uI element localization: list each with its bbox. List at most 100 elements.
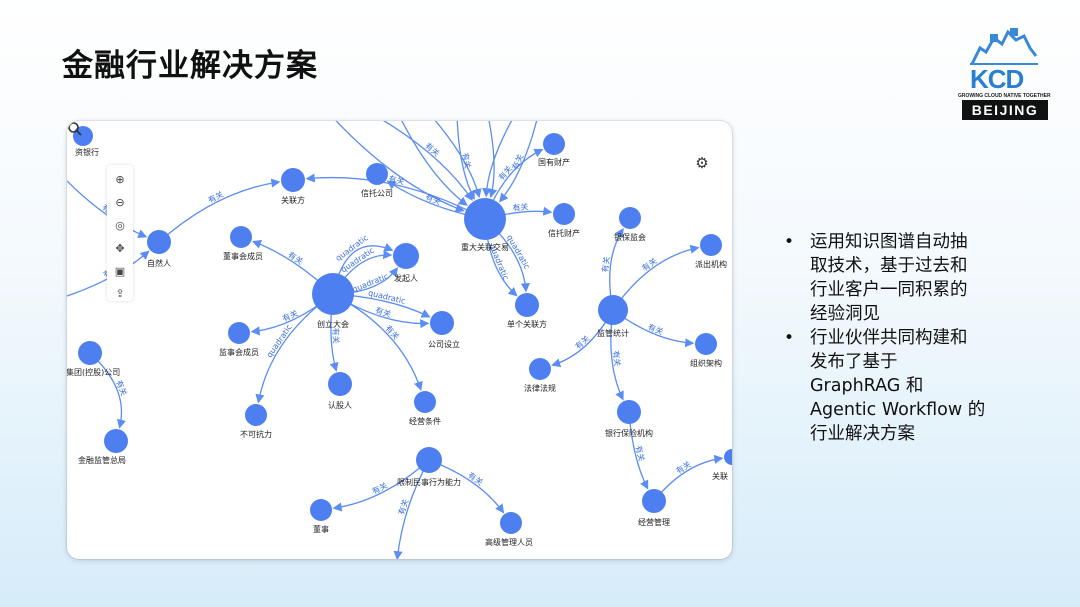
- graph-node-label: 信托财产: [548, 228, 580, 238]
- graph-node[interactable]: [414, 391, 436, 413]
- edge-label: quadratic: [367, 288, 406, 306]
- graph-node-label: 信托公司: [361, 188, 393, 198]
- fit-view-icon[interactable]: ▣: [114, 264, 126, 278]
- graph-node-label: 发起人: [394, 273, 418, 283]
- graph-node[interactable]: [78, 341, 102, 365]
- graph-node[interactable]: [230, 226, 252, 248]
- zoom-in-icon[interactable]: ⊕: [115, 172, 125, 186]
- graph-edge: [158, 178, 281, 243]
- bullet-line: 取技术，基于过去和: [810, 256, 968, 276]
- bullet-line: 行业客户一同积累的: [810, 280, 968, 300]
- edge-label: 有关: [383, 323, 401, 342]
- graph-node[interactable]: [147, 230, 171, 254]
- graph-node-label: 金融监管总局: [78, 455, 126, 465]
- view-icon[interactable]: ◎: [115, 218, 125, 232]
- graph-node[interactable]: [619, 207, 641, 229]
- edge-label: 有关: [331, 328, 342, 344]
- graph-node-label: 监管统计: [597, 328, 629, 338]
- export-icon[interactable]: ⇪: [115, 286, 125, 300]
- graph-edge: [335, 121, 465, 213]
- graph-node-label: 重大关联交易: [461, 242, 509, 252]
- graph-node-label: 集团(控股)公司: [67, 367, 120, 377]
- graph-node-label: 董事会成员: [223, 251, 263, 261]
- kcd-logo: KCD GROWING CLOUD NATIVE TOGETHER BEIJIN…: [950, 26, 1054, 122]
- edge-label: 有关: [396, 498, 410, 516]
- graph-edge: [89, 352, 126, 429]
- edge-label: quadratic: [505, 233, 532, 271]
- edge-label: 有关: [510, 153, 526, 172]
- graph-node[interactable]: [245, 404, 267, 426]
- graph-node-label: 法律法规: [524, 383, 556, 393]
- graph-node[interactable]: [617, 400, 641, 424]
- bullet-line: GraphRAG 和: [810, 376, 924, 396]
- graph-node[interactable]: [328, 372, 352, 396]
- logo-tagline: GROWING CLOUD NATIVE TOGETHER: [958, 93, 1051, 99]
- graph-node[interactable]: [228, 322, 250, 344]
- edge-label: 有关: [114, 379, 129, 398]
- graph-node-label: 监事会成员: [219, 347, 259, 357]
- graph-edge: [456, 121, 475, 200]
- move-icon[interactable]: ✥: [115, 241, 125, 255]
- graph-node[interactable]: [642, 489, 666, 513]
- graph-node[interactable]: [515, 293, 539, 317]
- edge-label: 有关: [423, 140, 442, 158]
- graph-node-label: 银行保险机构: [605, 428, 653, 438]
- graph-edge: [382, 121, 473, 202]
- graph-edge: [482, 121, 513, 198]
- graph-node[interactable]: [543, 133, 565, 155]
- graph-edge: [488, 121, 498, 198]
- graph-node[interactable]: [281, 168, 305, 192]
- page-title: 金融行业解决方案: [62, 48, 318, 84]
- graph-node-label: 国有财产: [538, 157, 570, 167]
- graph-node[interactable]: [312, 273, 354, 315]
- graph-edge: [67, 180, 148, 238]
- zoom-out-icon[interactable]: ⊖: [115, 195, 125, 209]
- bullet-item-2: • 行业伙伴共同构建和 发布了基于 GraphRAG 和 Agentic Wor…: [784, 326, 1024, 446]
- edge-label: 有关: [573, 333, 592, 351]
- great-wall-icon: [970, 28, 1038, 65]
- gear-icon[interactable]: ⚙: [695, 154, 709, 172]
- bullet-item-1: • 运用知识图谱自动抽 取技术，基于过去和 行业客户一同积累的 经验洞见: [784, 230, 1024, 326]
- graph-node[interactable]: [553, 203, 575, 225]
- logo-text: KCD: [970, 64, 1024, 94]
- graph-node[interactable]: [430, 311, 454, 335]
- graph-node-label: 董事: [313, 524, 329, 534]
- graph-edge: [612, 244, 700, 311]
- edge-label: 有关: [611, 350, 623, 367]
- graph-toolbar: ⊕ ⊖ ◎ ✥ ▣ ⇪: [107, 165, 133, 301]
- edge-label: 有关: [640, 256, 659, 274]
- graph-node-label: 银保监会: [614, 232, 646, 242]
- graph-node-label: 认股人: [328, 400, 352, 410]
- graph-node[interactable]: [700, 234, 722, 256]
- search-icon[interactable]: [67, 121, 83, 137]
- graph-node-label: 经营条件: [409, 416, 441, 426]
- bullet-list: • 运用知识图谱自动抽 取技术，基于过去和 行业客户一同积累的 经验洞见 • 行…: [784, 230, 1024, 446]
- graph-edge: [498, 121, 538, 203]
- edge-label: 有关: [388, 173, 406, 186]
- graph-node[interactable]: [598, 295, 628, 325]
- graph-node-label: 单个关联方: [507, 319, 547, 329]
- logo-city: BEIJING: [962, 100, 1048, 120]
- edge-label: 有关: [466, 470, 485, 487]
- bullet-line: 行业解决方案: [810, 424, 915, 444]
- graph-node[interactable]: [500, 512, 522, 534]
- graph-node[interactable]: [695, 333, 717, 355]
- graph-node[interactable]: [416, 447, 442, 473]
- graph-node[interactable]: [464, 198, 506, 240]
- bullet-line: 发布了基于: [810, 352, 898, 372]
- graph-node[interactable]: [366, 163, 388, 185]
- graph-node-label: 组织架构: [690, 358, 722, 368]
- edge-label: 有关: [646, 321, 665, 336]
- edge-label: 有关: [634, 444, 648, 462]
- edge-label: 有关: [512, 201, 529, 213]
- graph-node[interactable]: [724, 449, 732, 465]
- graph-node-label: 高级管理人员: [485, 537, 533, 547]
- graph-node[interactable]: [393, 243, 419, 269]
- graph-node[interactable]: [310, 499, 332, 521]
- graph-node-label: 限制民事行为能力: [397, 477, 461, 487]
- graph-node[interactable]: [104, 429, 128, 453]
- graph-node[interactable]: [529, 358, 551, 380]
- graph-node-label: 关联方: [281, 195, 305, 205]
